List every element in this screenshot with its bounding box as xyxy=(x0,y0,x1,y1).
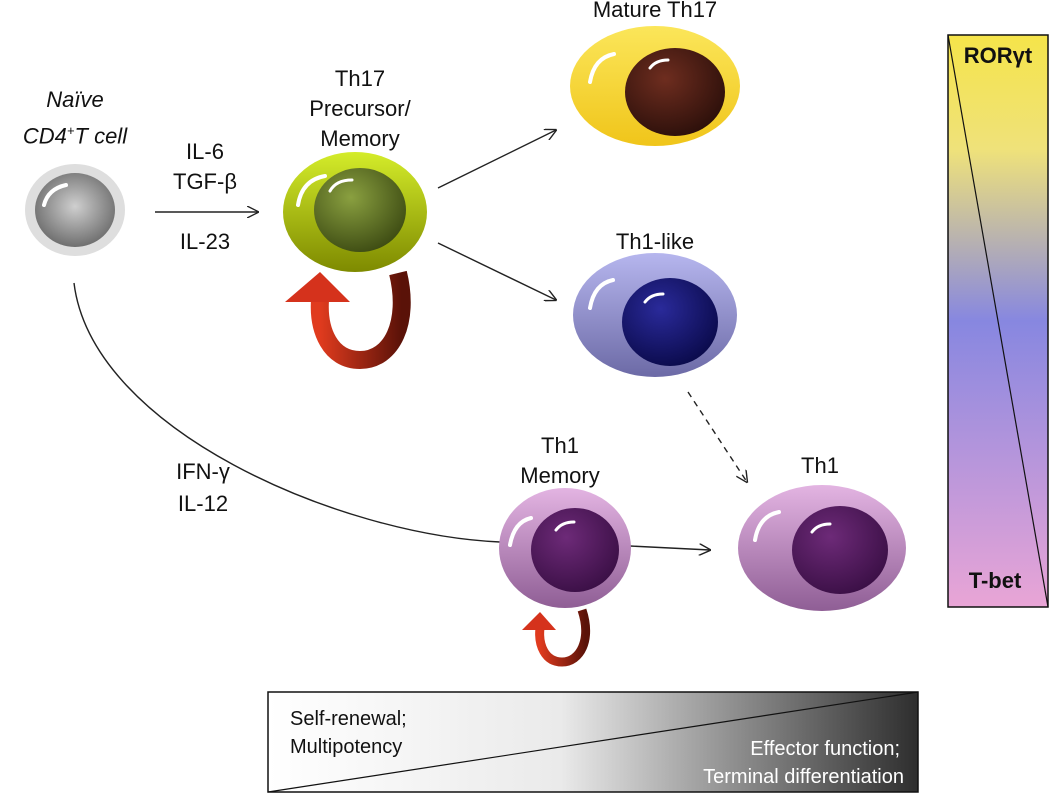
th17-precursor-cell xyxy=(283,152,427,272)
th1-label: Th1 xyxy=(801,453,839,478)
th1-like-cell xyxy=(573,253,737,377)
potency-left-line1: Self-renewal; xyxy=(290,708,407,730)
arrow-th17-to-th1like xyxy=(437,242,556,300)
rorgt-tbet-gradient-bar xyxy=(947,34,1049,608)
tbet-label: T-bet xyxy=(968,568,1022,593)
cytokine-il6: IL-6 xyxy=(186,139,224,164)
curve-naive-to-th1memory xyxy=(73,282,501,543)
th1-memory-cell xyxy=(499,488,631,608)
arrow-th1like-to-th1-dashed xyxy=(687,391,747,482)
mature-th17-cell xyxy=(570,26,740,146)
th1-memory-self-renewal-arrow xyxy=(522,608,591,667)
naive-label-sup: + xyxy=(66,123,75,138)
th17-precursor-label-line2: Precursor/ xyxy=(309,96,411,121)
th17-precursor-label-line3: Memory xyxy=(320,126,400,151)
arrow-th1memory-to-th1 xyxy=(629,546,710,550)
th1-cell xyxy=(738,485,906,611)
cytokine-il12: IL-12 xyxy=(177,491,229,516)
naive-label-line1: Naïve xyxy=(46,87,104,112)
naive-cell xyxy=(25,164,125,256)
th1-memory-label-line1: Th1 xyxy=(541,433,579,458)
cytokine-il23: IL-23 xyxy=(179,229,231,254)
potency-left-line2: Multipotency xyxy=(290,736,403,758)
potency-right-line2: Terminal differentiation xyxy=(703,766,904,788)
potency-right-line1: Effector function; xyxy=(750,738,900,760)
naive-label-tcell: T cell xyxy=(74,123,128,149)
naive-label-line2: CD4+T cell xyxy=(0,117,150,150)
naive-label-cd4: CD4 xyxy=(22,123,67,149)
cytokine-tgfb: TGF-β xyxy=(173,169,237,194)
th1-memory-label-line2: Memory xyxy=(520,463,600,488)
th17-self-renewal-arrow xyxy=(285,270,411,370)
cytokine-ifng: IFN-γ xyxy=(176,459,230,484)
mature-th17-label: Mature Th17 xyxy=(592,0,718,22)
arrow-th17-to-mature xyxy=(437,130,556,189)
th17-precursor-label-line1: Th17 xyxy=(334,66,386,91)
potency-gradient-bar xyxy=(267,691,919,793)
th1-like-label: Th1-like xyxy=(615,229,695,254)
rorgt-label: RORγt xyxy=(963,43,1033,68)
